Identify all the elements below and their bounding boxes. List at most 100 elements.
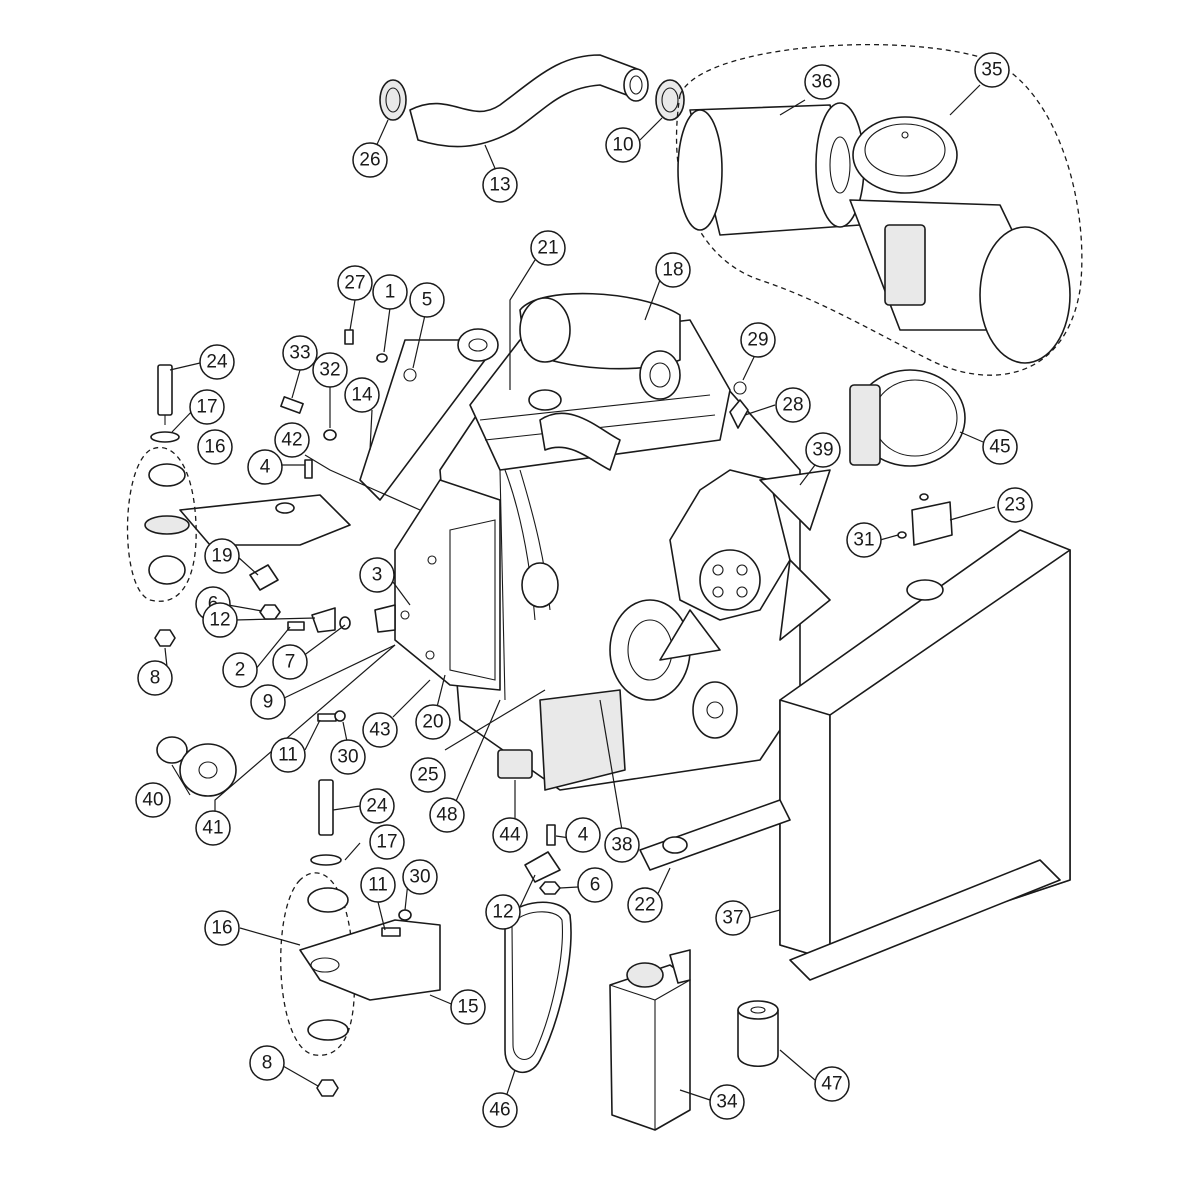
turbocharger-18: [519, 292, 681, 400]
svg-text:37: 37: [722, 908, 743, 929]
svg-text:32: 32: [319, 360, 340, 381]
svg-text:12: 12: [209, 610, 230, 631]
v-belt-46: [504, 901, 572, 1074]
base-plate-22: [639, 799, 791, 871]
radiator-37: [779, 529, 1071, 981]
svg-text:45: 45: [989, 437, 1010, 458]
svg-text:24: 24: [206, 352, 228, 373]
callout-16-top: 16: [197, 429, 233, 465]
svg-text:29: 29: [747, 330, 768, 351]
svg-text:12: 12: [492, 902, 513, 923]
callout-11-top: 11: [270, 737, 306, 773]
callout-27: 27: [337, 265, 373, 301]
svg-text:7: 7: [285, 652, 296, 673]
callout-24-top: 24: [199, 344, 235, 380]
callout-25: 25: [410, 757, 446, 793]
svg-text:48: 48: [436, 805, 457, 826]
callout-17-top: 17: [189, 389, 225, 425]
callout-13: 13: [482, 167, 518, 203]
svg-text:24: 24: [366, 796, 388, 817]
svg-text:39: 39: [812, 440, 833, 461]
svg-text:11: 11: [368, 875, 388, 896]
callout-38: 38: [604, 827, 640, 863]
callout-21: 21: [530, 230, 566, 266]
air-filter-housing: [849, 116, 1071, 364]
svg-text:8: 8: [150, 668, 161, 689]
mount-group-16-upper: [126, 446, 197, 602]
callout-48: 48: [429, 797, 465, 833]
callout-26: 26: [352, 142, 388, 178]
svg-text:33: 33: [289, 343, 310, 364]
svg-text:43: 43: [369, 720, 390, 741]
callout-37: 37: [715, 900, 751, 936]
callout-10: 10: [605, 127, 641, 163]
callout-35: 35: [974, 52, 1010, 88]
svg-text:40: 40: [142, 790, 163, 811]
callout-46: 46: [482, 1092, 518, 1128]
callout-36: 36: [804, 64, 840, 100]
callout-11-bottom: 11: [360, 867, 396, 903]
callout-3: 3: [359, 557, 395, 593]
callout-8-bottom: 8: [249, 1045, 285, 1081]
callout-4-bottom: 4: [565, 817, 601, 853]
air-filter-assembly-outline: [676, 44, 1083, 376]
svg-text:27: 27: [344, 273, 365, 294]
callout-42: 42: [274, 422, 310, 458]
side-plate-20: [394, 479, 501, 691]
engine-block: [439, 319, 801, 791]
svg-text:10: 10: [612, 135, 633, 156]
callout-43: 43: [362, 712, 398, 748]
cooling-fan-39: [659, 469, 831, 661]
callout-15: 15: [450, 989, 486, 1025]
svg-text:2: 2: [235, 660, 246, 681]
svg-text:8: 8: [262, 1053, 273, 1074]
svg-text:5: 5: [422, 290, 433, 311]
svg-text:15: 15: [457, 997, 478, 1018]
callout-29: 29: [740, 322, 776, 358]
svg-text:30: 30: [337, 747, 358, 768]
callout-5: 5: [409, 282, 445, 318]
svg-text:19: 19: [211, 546, 232, 567]
callout-17-bottom: 17: [369, 824, 405, 860]
callout-31: 31: [846, 522, 882, 558]
callout-12-top: 12: [202, 602, 238, 638]
svg-text:22: 22: [634, 895, 655, 916]
callout-47: 47: [814, 1066, 850, 1102]
callout-4-top: 4: [247, 449, 283, 485]
callout-9: 9: [250, 684, 286, 720]
svg-text:42: 42: [281, 430, 302, 451]
engine-bracket-14: [179, 328, 499, 546]
callout-12-bottom: 12: [485, 894, 521, 930]
coolant-tank-34: [609, 949, 691, 1131]
callout-30-top: 30: [330, 739, 366, 775]
mount-upper: [144, 364, 190, 647]
callout-28: 28: [775, 387, 811, 423]
intake-hose-13: [409, 54, 649, 148]
svg-text:36: 36: [811, 72, 832, 93]
callout-39: 39: [805, 432, 841, 468]
svg-text:44: 44: [499, 825, 521, 846]
svg-text:17: 17: [196, 397, 217, 418]
mount-group-16-lower: [280, 872, 356, 1056]
svg-text:25: 25: [417, 765, 438, 786]
mount-lower: [299, 779, 441, 1097]
svg-text:4: 4: [260, 457, 271, 478]
callout-23: 23: [997, 487, 1033, 523]
svg-text:21: 21: [537, 238, 558, 259]
callout-8-top: 8: [137, 660, 173, 696]
callout-32: 32: [312, 352, 348, 388]
svg-text:18: 18: [662, 260, 683, 281]
callout-22: 22: [627, 887, 663, 923]
callout-16-bottom: 16: [204, 910, 240, 946]
svg-text:3: 3: [372, 565, 383, 586]
svg-text:16: 16: [204, 437, 225, 458]
svg-text:47: 47: [821, 1074, 842, 1095]
hose-clamp-45: [849, 369, 966, 467]
svg-text:20: 20: [422, 712, 443, 733]
oil-filter-47: [737, 1000, 779, 1067]
callout-1: 1: [372, 274, 408, 310]
svg-text:1: 1: [385, 282, 396, 303]
callout-19: 19: [204, 538, 240, 574]
callout-33: 33: [282, 335, 318, 371]
